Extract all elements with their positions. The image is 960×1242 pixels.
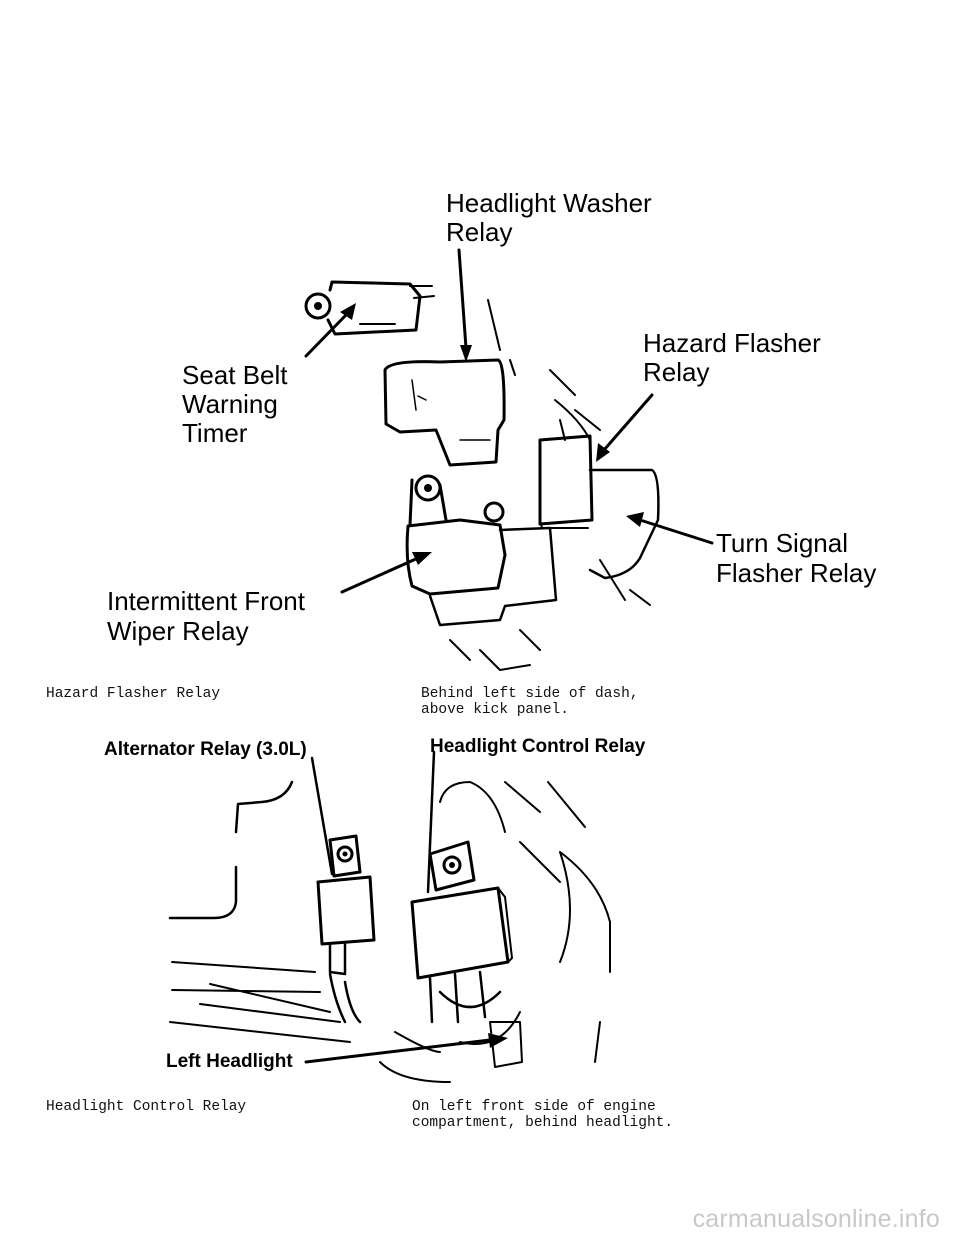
hazard-turn-relay-drawing (487, 299, 660, 606)
label-headlight-washer-line1: Headlight Washer (446, 188, 652, 218)
caption-component-1: Hazard Flasher Relay (46, 686, 221, 702)
headlight-control-relay-drawing (410, 840, 513, 1024)
alternator-relay-drawing (316, 834, 376, 1024)
caption-location-2: On left front side of engine compartment… (412, 1099, 674, 1131)
label-turn-signal-line1: Turn Signal (716, 528, 848, 558)
leader-arrows (304, 248, 714, 594)
caption-location-1: Behind left side of dash, above kick pan… (421, 686, 639, 718)
label-headlight-washer-line2: Relay (446, 217, 512, 247)
label-wiper-relay-line1: Intermittent Front (107, 586, 306, 616)
relay-diagram-dash: Headlight Washer Relay Hazard Flasher Re… (107, 188, 876, 671)
headlight-washer-relay-drawing (383, 358, 506, 467)
relay-diagram-engine: Alternator Relay (3.0L) Headlight Contro… (104, 736, 646, 1083)
label-headlight-control-relay: Headlight Control Relay (430, 736, 646, 757)
label-hazard-flasher-line2: Relay (643, 357, 709, 387)
label-hazard-flasher-line1: Hazard Flasher (643, 328, 821, 358)
label-seat-belt-line1: Seat Belt (182, 360, 288, 390)
label-seat-belt-line2: Warning (182, 389, 278, 419)
label-left-headlight: Left Headlight (166, 1051, 293, 1072)
wiper-relay-drawing (405, 474, 558, 671)
label-wiper-relay-line2: Wiper Relay (107, 616, 249, 646)
label-alternator-relay: Alternator Relay (3.0L) (104, 739, 307, 760)
seat-belt-timer-drawing (304, 280, 435, 336)
leader-arrows-2 (304, 750, 508, 1064)
engine-bay-drawing (168, 780, 611, 1083)
label-seat-belt-line3: Timer (182, 418, 248, 448)
watermark: carmanualsonline.info (692, 1205, 940, 1233)
caption-component-2: Headlight Control Relay (46, 1099, 247, 1115)
label-turn-signal-line2: Flasher Relay (716, 558, 876, 588)
